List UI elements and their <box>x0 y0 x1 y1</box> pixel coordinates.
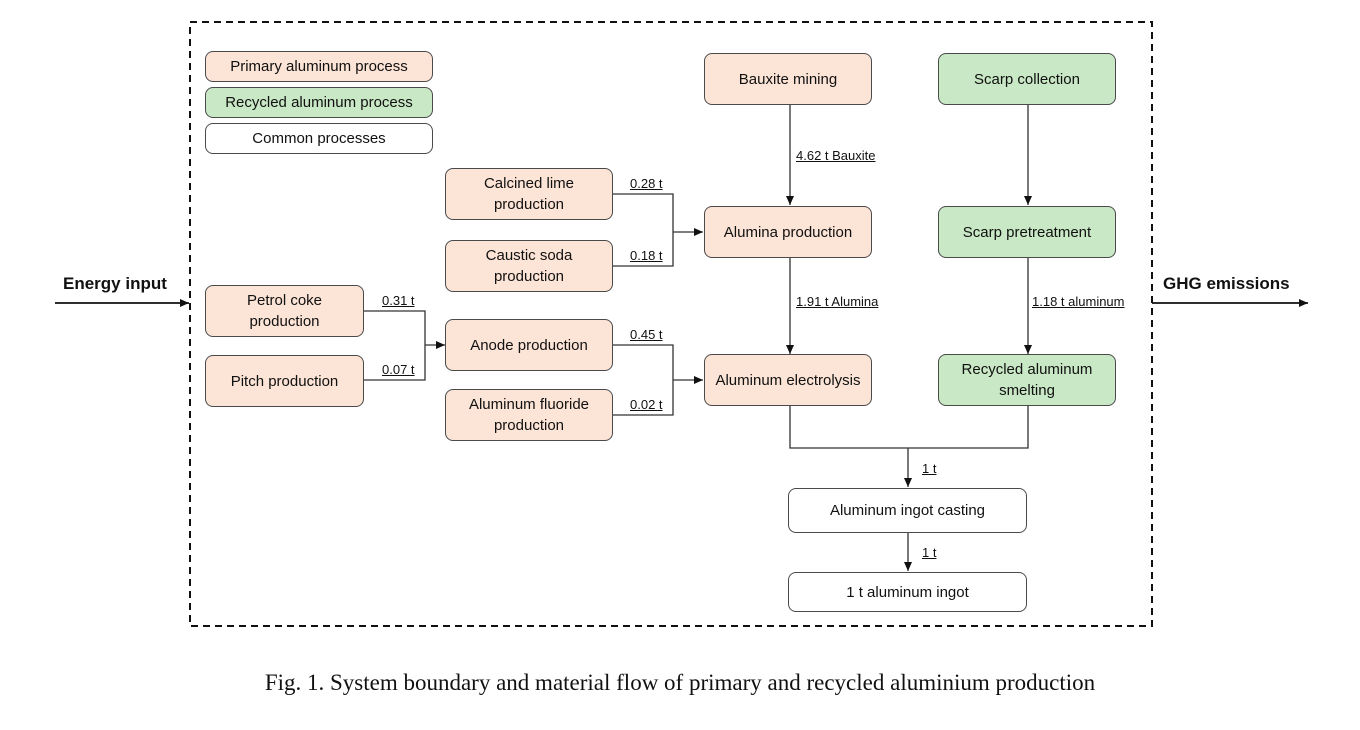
node-bauxite-mining: Bauxite mining <box>704 53 872 105</box>
node-aluminum-electrolysis: Aluminum electrolysis <box>704 354 872 406</box>
node-calcined-lime: Calcined lime production <box>445 168 613 220</box>
node-aluminum-ingot: 1 t aluminum ingot <box>788 572 1027 612</box>
flow-label-alumina: 1.91 t Alumina <box>796 294 879 309</box>
node-aluminum-fluoride: Aluminum fluoride production <box>445 389 613 441</box>
legend-recycled: Recycled aluminum process <box>205 87 433 118</box>
flow-label-lime: 0.28 t <box>630 176 663 191</box>
anode-connector <box>613 344 674 380</box>
diagram-connectors <box>55 21 1308 627</box>
pitch-connector <box>364 345 426 381</box>
flow-diagram: Primary aluminum process Recycled alumin… <box>55 21 1308 627</box>
node-anode-production: Anode production <box>445 319 613 371</box>
merge-connector <box>789 406 1029 449</box>
lime-connector <box>613 193 674 232</box>
node-ingot-casting: Aluminum ingot casting <box>788 488 1027 533</box>
flow-label-soda: 0.18 t <box>630 248 663 263</box>
node-recycled-smelting: Recycled aluminum smelting <box>938 354 1116 406</box>
flow-label-anode: 0.45 t <box>630 327 663 342</box>
node-caustic-soda: Caustic soda production <box>445 240 613 292</box>
flow-label-to-ingot: 1 t <box>922 545 937 560</box>
flow-label-fluoride: 0.02 t <box>630 397 663 412</box>
energy-input-label: Energy input <box>63 274 167 293</box>
ghg-emissions-label: GHG emissions <box>1163 274 1290 293</box>
flow-label-to-casting: 1 t <box>922 461 937 476</box>
node-pitch-production: Pitch production <box>205 355 364 407</box>
node-petrol-coke: Petrol coke production <box>205 285 364 337</box>
legend-common: Common processes <box>205 123 433 154</box>
flow-label-pitch: 0.07 t <box>382 362 415 377</box>
legend-primary: Primary aluminum process <box>205 51 433 82</box>
flow-label-bauxite: 4.62 t Bauxite <box>796 148 876 163</box>
flow-label-recycled-aluminum: 1.18 t aluminum <box>1032 294 1125 309</box>
soda-connector <box>613 232 674 267</box>
figure-caption: Fig. 1. System boundary and material flo… <box>264 670 1096 695</box>
flow-label-petrol-coke: 0.31 t <box>382 293 415 308</box>
node-scrap-pretreatment: Scarp pretreatment <box>938 206 1116 258</box>
node-alumina-production: Alumina production <box>704 206 872 258</box>
system-boundary <box>189 21 1153 627</box>
petrol-coke-connector <box>364 310 426 345</box>
fluoride-connector <box>613 380 674 416</box>
node-scrap-collection: Scarp collection <box>938 53 1116 105</box>
